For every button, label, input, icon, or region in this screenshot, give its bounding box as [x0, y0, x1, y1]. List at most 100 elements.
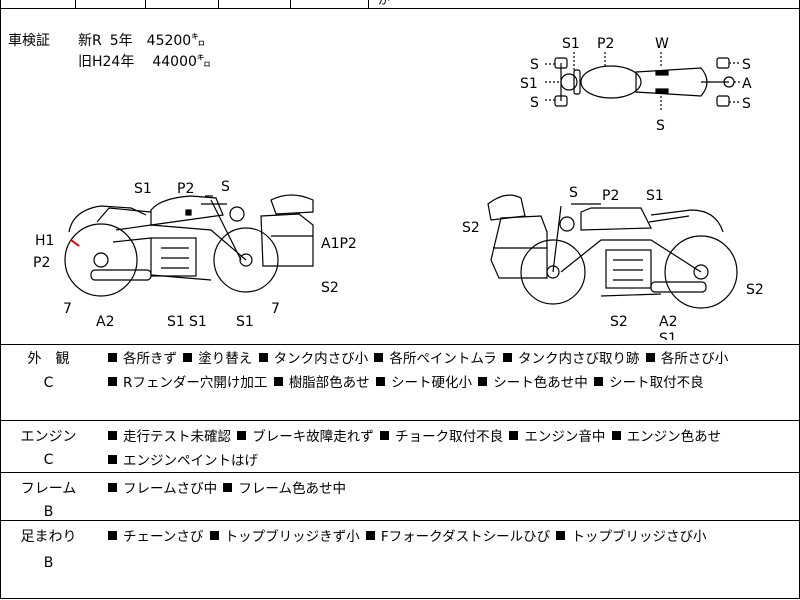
top-view-label-s1: S1	[562, 36, 580, 52]
left-view-label-h1: H1	[35, 233, 54, 249]
registration-new-mileage: 45200	[146, 33, 192, 49]
item-text: 樹脂部色あせ	[288, 375, 370, 391]
item-text: 塗り替え	[198, 351, 253, 367]
item-line: エンジンペイントはげ	[106, 449, 793, 473]
item-text: 走行テスト未確認	[123, 429, 231, 445]
left-view-label-s1-top: S1	[134, 181, 152, 197]
square-bullet-icon	[478, 377, 488, 386]
square-bullet-icon	[209, 531, 219, 540]
square-bullet-icon	[237, 431, 247, 440]
left-view-label-s1-bottom-b: S1	[189, 314, 207, 330]
column-divider	[218, 0, 219, 8]
square-bullet-icon	[380, 431, 390, 440]
item-line: 走行テスト未確認 ブレーキ故障走れず チョーク取付不良 エンジン音中 エンジン色…	[106, 425, 793, 449]
section-grade: C	[43, 452, 54, 468]
right-view-label-s1-top: S1	[646, 188, 664, 204]
item-text: フレーム色あせ中	[238, 481, 347, 497]
column-divider	[368, 0, 369, 8]
left-view-label-s1-bottom-c: S1	[236, 314, 254, 330]
section-label: 足まわり	[20, 529, 77, 545]
section-items: チェーンさび トップブリッジきず小 Fフォークダストシールひび トップブリッジさ…	[106, 525, 793, 549]
item-text: フレームさび中	[123, 481, 218, 497]
column-divider	[290, 0, 291, 8]
section-frame: フレーム B フレームさび中 フレーム色あせ中	[1, 472, 799, 521]
top-view-label-s-bottom: S	[656, 118, 665, 134]
column-divider	[75, 0, 76, 8]
mileage-unit: ㌔	[196, 54, 211, 70]
item-text: エンジン色あせ	[626, 429, 722, 445]
square-bullet-icon	[503, 353, 513, 362]
square-bullet-icon	[594, 377, 604, 386]
item-text: タンク内さび小	[273, 351, 369, 367]
section-grade: B	[43, 555, 54, 571]
mileage-unit: ㌔	[191, 33, 206, 49]
top-header-strip: が	[0, 0, 800, 9]
left-view-label-s2: S2	[321, 280, 339, 296]
item-text: シート取付不良	[609, 375, 704, 391]
item-text: チェーンさび	[123, 529, 204, 545]
top-view-label-s-left-bottom: S	[530, 95, 539, 111]
item-text: シート硬化小	[390, 375, 472, 391]
left-view-label-p2-left: P2	[33, 255, 50, 271]
item-text: ブレーキ故障走れず	[252, 429, 374, 445]
item-text: 各所きず	[123, 351, 177, 367]
section-label: 外 観	[27, 351, 70, 367]
registration-old-mileage: 44000	[152, 54, 197, 70]
top-view-label-s-right-top: S	[742, 57, 751, 73]
section-grade: B	[43, 504, 54, 520]
item-line: チェーンさび トップブリッジきず小 Fフォークダストシールひび トップブリッジさ…	[106, 525, 793, 549]
square-bullet-icon	[374, 353, 384, 362]
right-view-label-s2-bottom: S2	[610, 314, 628, 330]
square-bullet-icon	[108, 531, 117, 540]
top-view-label-s-right-bottom: S	[742, 96, 751, 112]
square-bullet-icon	[375, 377, 385, 386]
square-bullet-icon	[556, 531, 566, 540]
item-text: Rフェンダー穴開け加工	[123, 375, 268, 391]
right-view-label-s2-right: S2	[746, 282, 764, 298]
left-view-label-s1-bottom-a: S1	[167, 314, 185, 330]
square-bullet-icon	[108, 431, 117, 440]
left-view-label-7-left: 7	[63, 301, 72, 317]
motorcycle-right-view	[487, 194, 738, 309]
section-items: フレームさび中 フレーム色あせ中	[106, 477, 793, 501]
right-view-label-s-top: S	[569, 185, 578, 201]
item-text: シート色あせ中	[493, 375, 588, 391]
right-view-label-s1-bottom: S1	[659, 331, 677, 340]
section-suspension: 足まわり B チェーンさび トップブリッジきず小 Fフォークダストシールひび ト…	[1, 520, 799, 598]
section-items: 各所きず 塗り替え タンク内さび小 各所ペイントムラ タンク内さび取り跡 各所さ…	[106, 347, 793, 395]
square-bullet-icon	[273, 377, 283, 386]
item-line: 各所きず 塗り替え タンク内さび小 各所ペイントムラ タンク内さび取り跡 各所さ…	[106, 347, 793, 371]
section-label: フレーム	[20, 481, 77, 497]
item-text: トップブリッジきず小	[224, 529, 360, 545]
square-bullet-icon	[258, 353, 268, 362]
item-text: Fフォークダストシールひび	[380, 529, 551, 545]
item-text: 各所ペイントムラ	[389, 351, 497, 367]
right-view-label-a2: A2	[659, 314, 677, 330]
motorcycle-damage-diagram: S1 P2 W S S1 S S A S S	[33, 36, 764, 340]
square-bullet-icon	[108, 377, 117, 386]
section-grade: C	[43, 375, 54, 391]
left-view-label-7-right: 7	[271, 301, 280, 317]
motorcycle-left-view	[64, 194, 314, 297]
square-bullet-icon	[645, 353, 655, 362]
square-bullet-icon	[108, 455, 117, 464]
registration-new-label: 新R	[78, 33, 102, 49]
section-label: エンジン	[20, 429, 77, 445]
item-line: Rフェンダー穴開け加工 樹脂部色あせ シート硬化小 シート色あせ中 シート取付不…	[106, 371, 793, 395]
item-text: チョーク取付不良	[395, 429, 504, 445]
registration-new-age: 5年	[109, 33, 133, 49]
top-view-label-w: W	[655, 36, 669, 52]
registration-label: 車検証	[8, 33, 50, 49]
left-view-label-p2-top: P2	[177, 181, 194, 197]
motorcycle-top-view	[545, 52, 741, 112]
top-view-label-s1-left: S1	[520, 76, 538, 92]
item-text: 各所さび小	[660, 351, 729, 367]
column-divider	[145, 0, 146, 8]
left-view-label-a1p2: A1P2	[321, 236, 357, 252]
top-view-label-s-left-top: S	[530, 57, 539, 73]
left-view-label-a2: A2	[96, 314, 114, 330]
item-text: タンク内さび取り跡	[518, 351, 640, 367]
